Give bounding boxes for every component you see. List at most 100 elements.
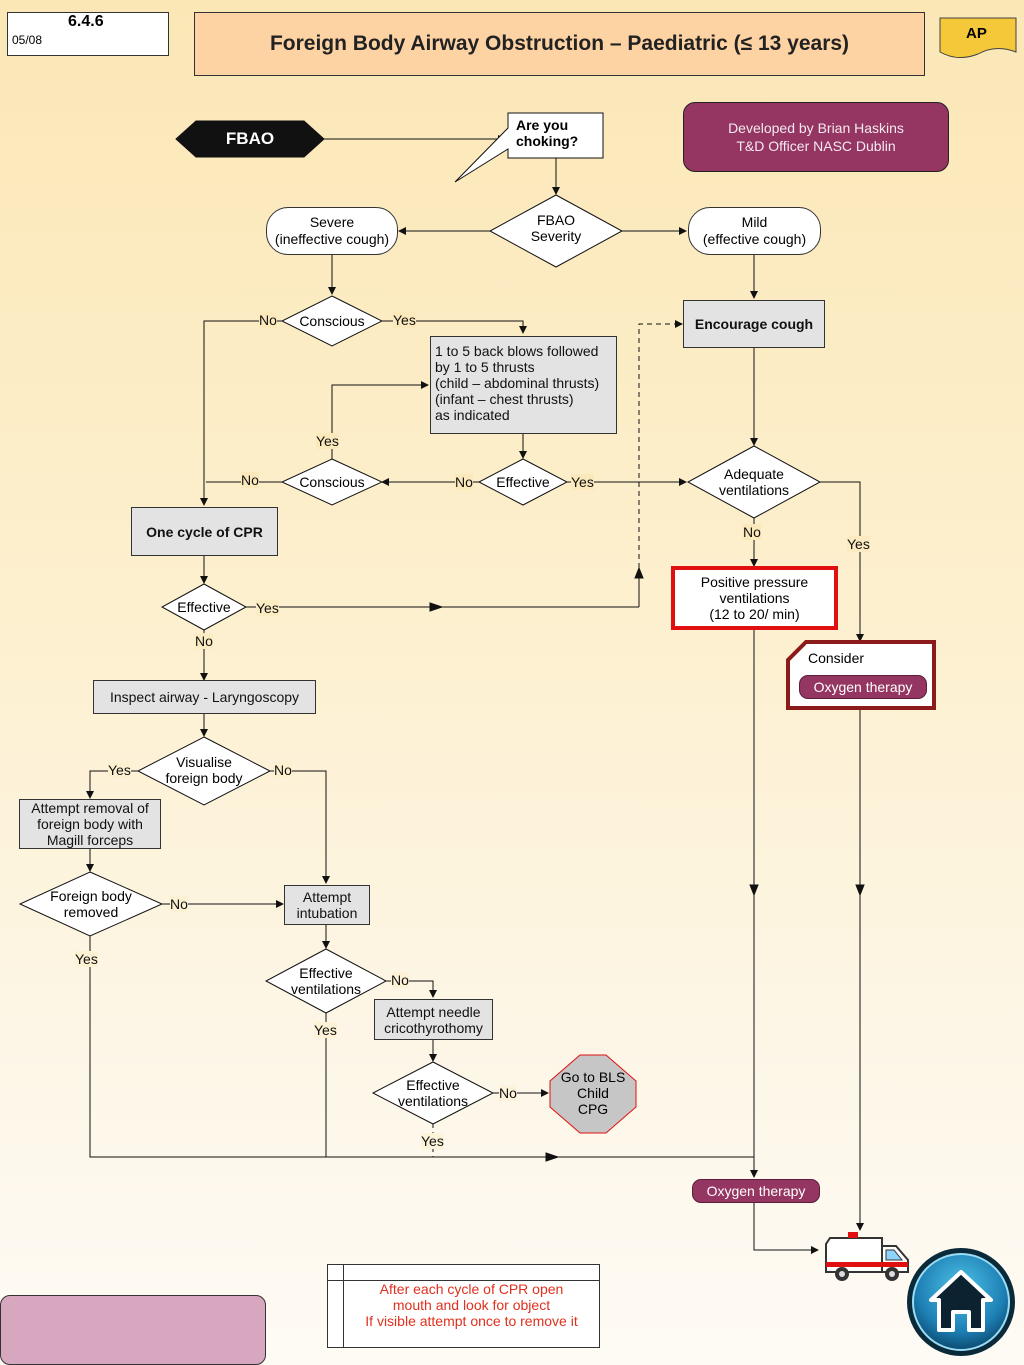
mild-node: Mild (effective cough) (688, 207, 821, 255)
ppv-line2: ventilations (719, 590, 790, 606)
conscious2-yes-label: Yes (316, 433, 339, 449)
cpr-box: One cycle of CPR (131, 507, 278, 556)
removed-no-label: No (170, 896, 188, 912)
bls-line2: Child (577, 1085, 609, 1101)
removal-line3: Magill forceps (46, 832, 134, 848)
note-text: After each cycle of CPR open mouth and l… (344, 1281, 599, 1329)
intubation-line2: intubation (296, 905, 358, 921)
note-divider-h (328, 1280, 599, 1281)
visualise-yes-label: Yes (108, 762, 131, 778)
note-line2: mouth and look for object (392, 1297, 551, 1313)
oxygen-therapy-pill-2: Oxygen therapy (692, 1179, 820, 1203)
home-icon[interactable] (905, 1246, 1017, 1358)
adequate-yes-label: Yes (847, 536, 870, 552)
back-blows-line3: (child – abdominal thrusts) (435, 375, 600, 391)
severe-node: Severe (ineffective cough) (266, 207, 398, 255)
developer-line1: Developed by Brian Haskins (728, 120, 904, 136)
adequate-line2: ventilations (718, 482, 790, 498)
magill-removal-box: Attempt removal of foreign body with Mag… (19, 799, 161, 849)
adequate-no-label: No (743, 524, 761, 540)
back-blows-text: 1 to 5 back blows followed by 1 to 5 thr… (435, 343, 599, 423)
back-blows-line5: as indicated (435, 407, 510, 423)
conscious2-diamond (280, 458, 384, 506)
note-divider-v (343, 1265, 344, 1347)
adequate-line1: Adequate (724, 466, 784, 482)
effvent2-line2: ventilations (397, 1093, 469, 1109)
removed-line2: removed (63, 904, 119, 920)
developer-line2: T&D Officer NASC Dublin (736, 138, 896, 154)
intubation-line1: Attempt (302, 889, 352, 905)
protocol-tag: 6.4.6 05/08 (7, 12, 169, 56)
ppv-line3: (12 to 20/ min) (709, 606, 800, 622)
cpr-note: After each cycle of CPR open mouth and l… (327, 1264, 600, 1348)
ppv-box: Positive pressure ventilations (12 to 20… (671, 566, 838, 630)
visualise-line2: foreign body (165, 770, 243, 786)
fbao-label: FBAO (225, 129, 275, 148)
visualise-line1: Visualise (176, 754, 232, 770)
effvent2-yes-label: Yes (421, 1133, 444, 1149)
conscious1-label: Conscious (299, 313, 365, 329)
removed-line1: Foreign body (50, 888, 132, 904)
inspect-airway-box: Inspect airway - Laryngoscopy (93, 680, 316, 714)
ambulance-icon (825, 1232, 909, 1281)
effvent2-no-label: No (499, 1085, 517, 1101)
effvent2-line1: Effective (406, 1077, 460, 1093)
mild-line1: Mild (741, 214, 768, 230)
developer-credit: Developed by Brian Haskins T&D Officer N… (683, 102, 949, 172)
choking-line2: choking? (516, 133, 579, 149)
bls-line1: Go to BLS (560, 1069, 626, 1085)
severe-line2: (ineffective cough) (274, 231, 390, 247)
protocol-code: 6.4.6 (68, 13, 104, 30)
note-line1: After each cycle of CPR open (379, 1281, 564, 1297)
intubation-box: Attempt intubation (284, 885, 370, 925)
back-blows-box: 1 to 5 back blows followed by 1 to 5 thr… (430, 336, 617, 434)
severity-diamond (488, 194, 624, 268)
back-blows-line2: by 1 to 5 thrusts (435, 359, 535, 375)
effvent1-label: Effective ventilations (266, 965, 386, 997)
visualise-label: Visualise foreign body (138, 754, 270, 786)
conscious1-yes-label: Yes (393, 312, 416, 328)
conscious2-no-label: No (241, 472, 259, 488)
consider-label: Consider (808, 650, 865, 666)
conscious2-label: Conscious (299, 474, 365, 490)
back-blows-line1: 1 to 5 back blows followed (435, 343, 599, 359)
effective1-yes-label: Yes (571, 474, 594, 490)
mild-line2: (effective cough) (702, 231, 807, 247)
effvent1-line1: Effective (299, 965, 353, 981)
needle-line2: cricothyrothomy (384, 1019, 483, 1036)
ap-badge (939, 17, 1017, 58)
adequate-label: Adequate ventilations (688, 466, 820, 498)
effvent1-yes-label: Yes (314, 1022, 337, 1038)
ap-badge-label: AP (966, 25, 987, 42)
severity-label: FBAO Severity (490, 212, 622, 244)
choking-question: Are you choking? (508, 117, 603, 149)
encourage-cough-box: Encourage cough (683, 300, 825, 348)
choking-line1: Are you (516, 117, 569, 133)
effective1-no-label: No (455, 474, 473, 490)
conscious1-no-label: No (259, 312, 277, 328)
effective1-label: Effective (496, 474, 550, 490)
needle-box: Attempt needle cricothyrothomy (374, 999, 493, 1040)
effvent1-line2: ventilations (290, 981, 362, 997)
effective1-diamond (477, 458, 569, 506)
ppv-line1: Positive pressure (700, 574, 809, 590)
visualise-no-label: No (274, 762, 292, 778)
oxygen-therapy-pill-1: Oxygen therapy (799, 675, 927, 699)
back-blows-line4: (infant – chest thrusts) (435, 391, 574, 407)
bls-label: Go to BLS Child CPG (550, 1069, 636, 1117)
effective2-no-label: No (195, 633, 213, 649)
bls-line3: CPG (577, 1101, 609, 1117)
effective2-label: Effective (177, 599, 231, 615)
removal-line2: foreign body with (37, 816, 143, 832)
bls-stop-shape (549, 1054, 637, 1134)
effvent2-label: Effective ventilations (373, 1077, 493, 1109)
note-line3: If visible attempt once to remove it (365, 1313, 578, 1329)
navigation-panel[interactable] (0, 1295, 266, 1365)
removed-label: Foreign body removed (20, 888, 162, 920)
needle-line1: Attempt needle (386, 1003, 481, 1020)
protocol-date: 05/08 (12, 33, 43, 47)
visualise-diamond (136, 736, 272, 806)
effvent1-no-label: No (391, 972, 409, 988)
conscious1-diamond (280, 295, 384, 347)
severity-line1: FBAO (536, 212, 576, 228)
